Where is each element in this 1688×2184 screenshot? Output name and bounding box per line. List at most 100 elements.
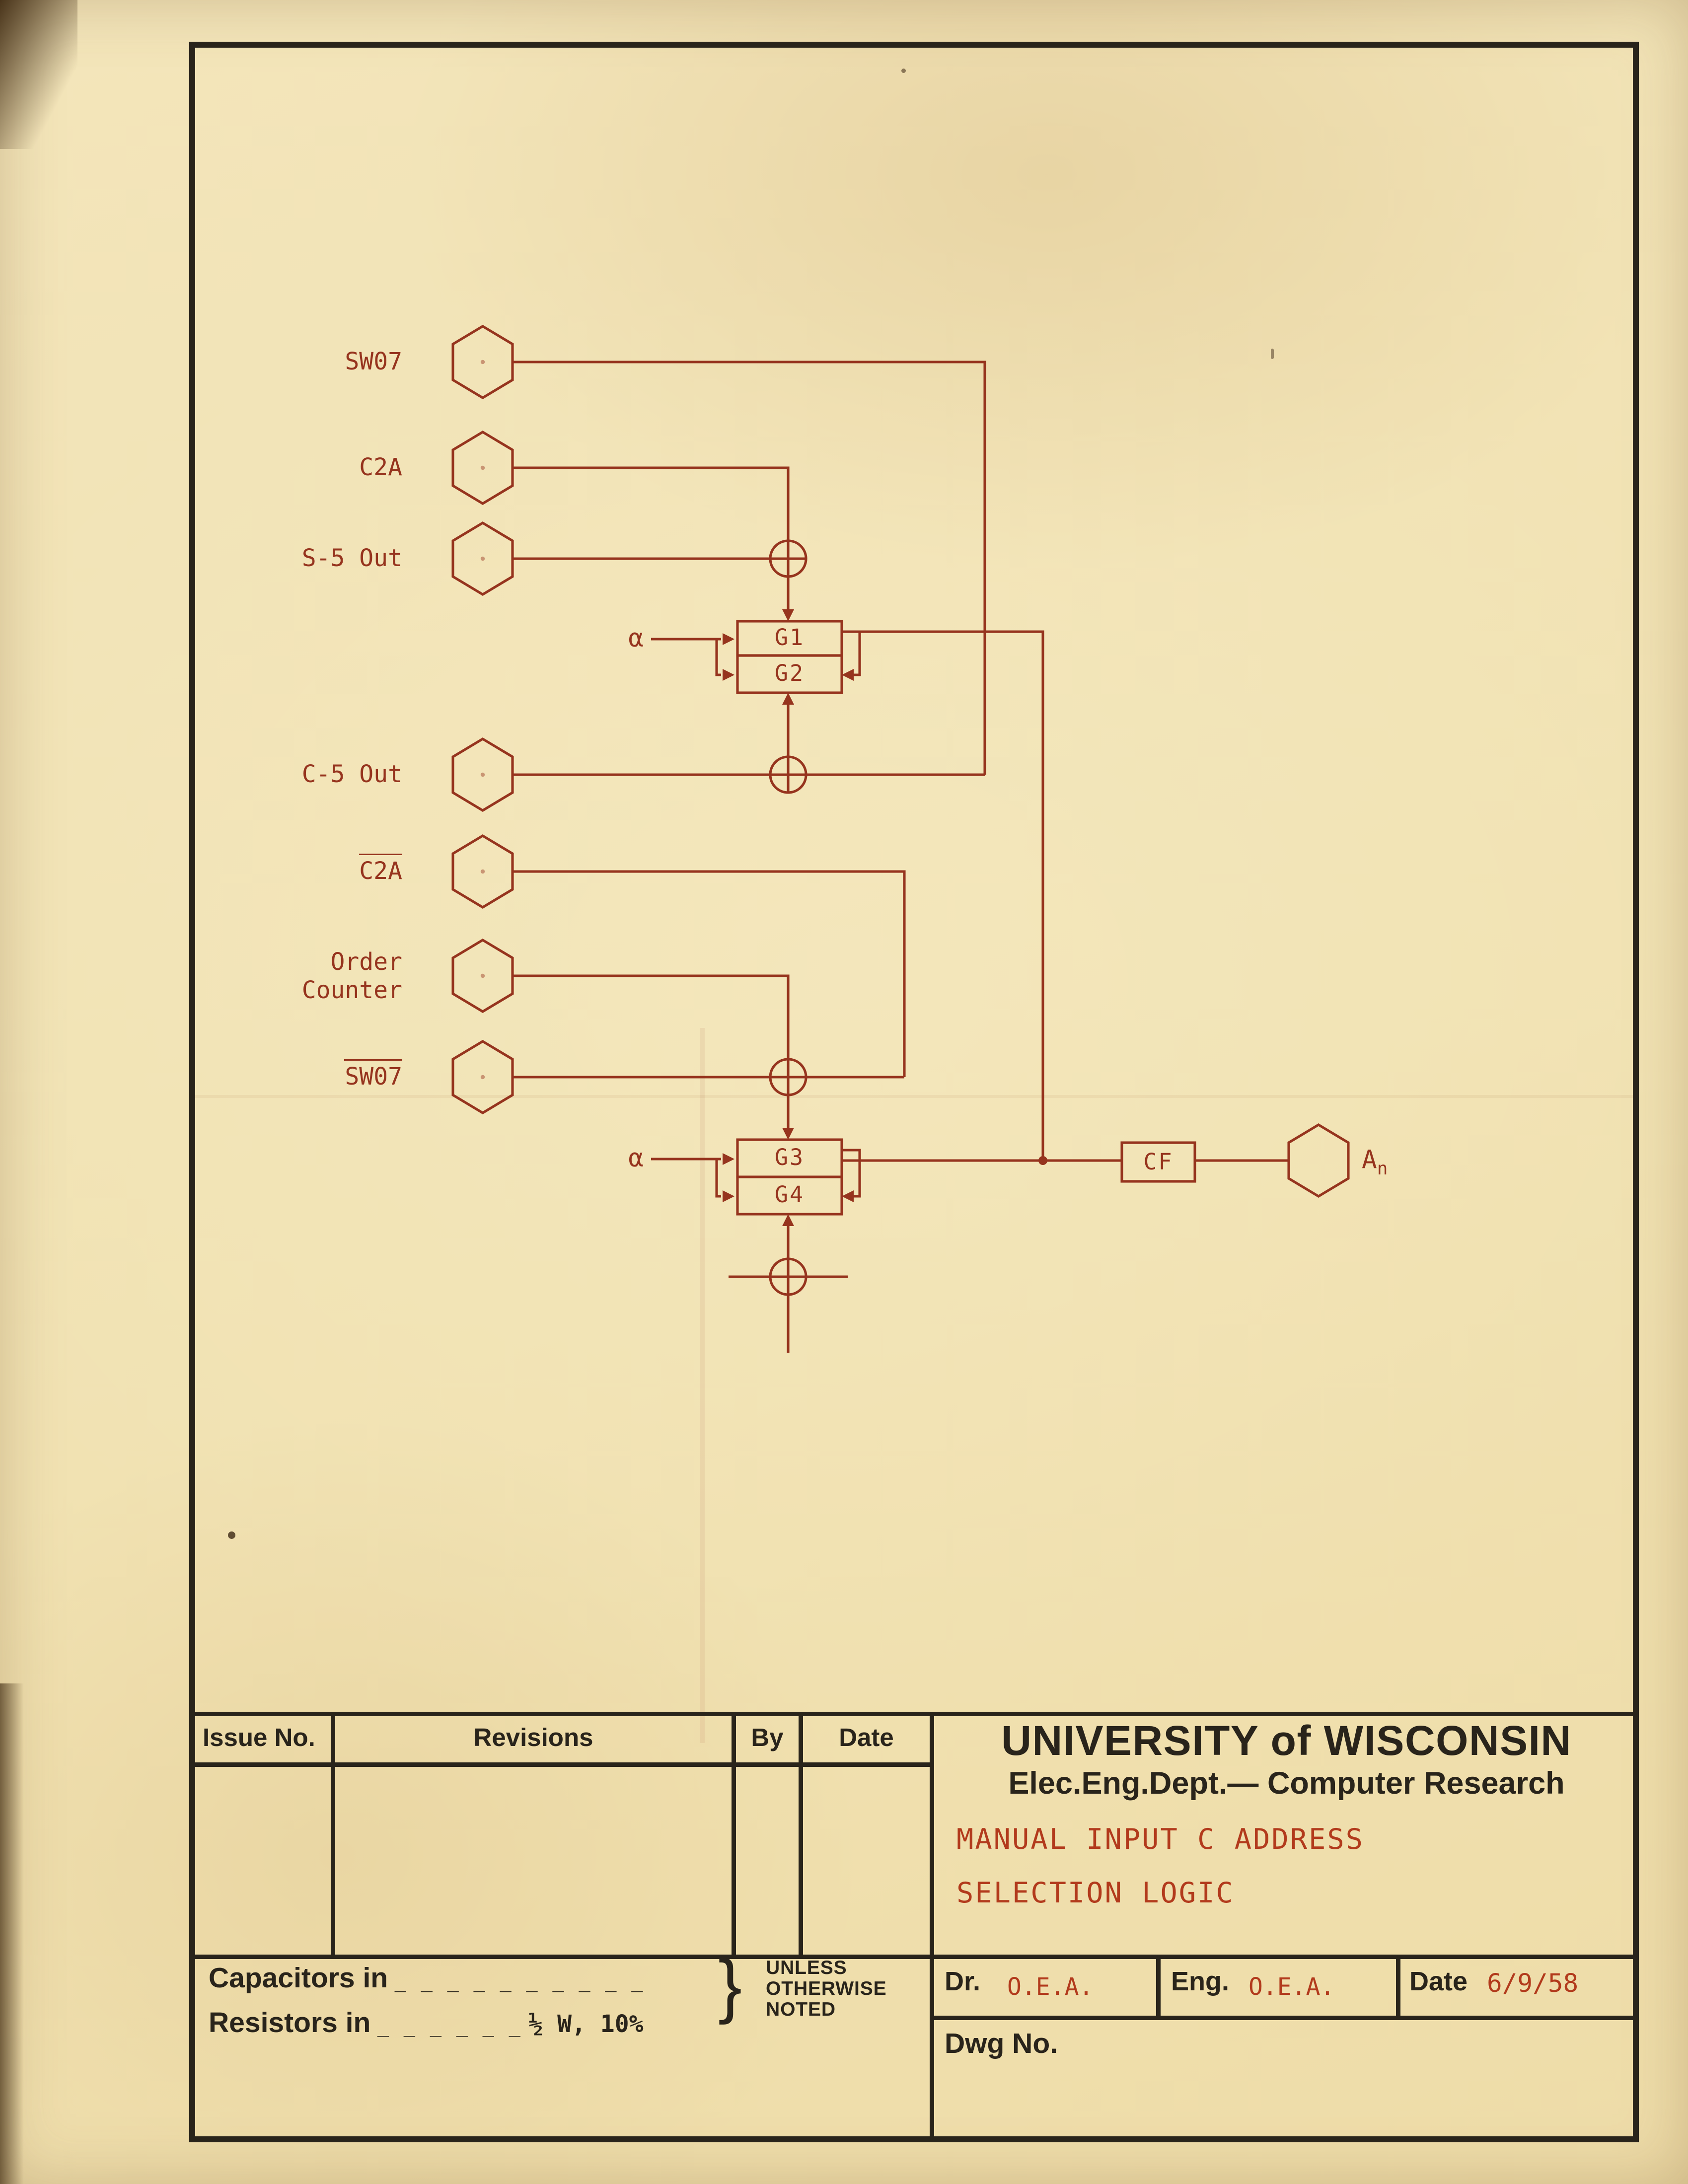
alpha-1-text: α — [628, 624, 644, 654]
paper-crease-horizontal — [194, 1095, 1639, 1098]
arrow-into-g2-bottom — [782, 693, 794, 705]
output-label-base: A — [1362, 1146, 1377, 1175]
alpha-input-2: α — [593, 1143, 644, 1175]
input-label-c5-out-text: C-5 Out — [301, 760, 402, 788]
gate-box-g2 — [736, 654, 843, 694]
notes-brace: } — [718, 1947, 742, 2026]
xor4-cross — [729, 1259, 848, 1295]
input-hex-s5-out — [451, 521, 514, 596]
input-label-c2a-bar-text: C2A — [359, 854, 402, 885]
university-title: UNIVERSITY of WISCONSIN — [1001, 1718, 1572, 1764]
note-otherwise: OTHERWISE — [766, 1977, 887, 1999]
wire-alpha2 — [651, 1158, 721, 1198]
input-hex-order-counter — [451, 939, 514, 1013]
input-hex-sw07 — [451, 325, 514, 399]
input-label-counter-text: Counter — [301, 976, 402, 1004]
gate-label-g2: G2 — [774, 660, 805, 687]
xor1-cross — [770, 541, 806, 577]
gate-label-g4: G4 — [774, 1181, 805, 1208]
arrow-alpha1-g2 — [723, 669, 734, 681]
output-hex-an — [1287, 1123, 1350, 1198]
department-line: Elec.Eng.Dept.— Computer Research — [1008, 1767, 1565, 1801]
drawing-title-line1: MANUAL INPUT C ADDRESS — [956, 1823, 1365, 1856]
input-label-c2a-text: C2A — [359, 453, 402, 481]
wire-alpha1 — [651, 638, 721, 676]
gate-label-g1: G1 — [774, 624, 805, 651]
note-unless: UNLESS — [766, 1956, 847, 1978]
wire-sw07 — [513, 361, 986, 775]
xor3-cross — [770, 1059, 806, 1095]
revisions-header: Revisions — [473, 1724, 593, 1752]
input-label-sw07-bar: SW07 — [134, 1059, 402, 1093]
bracket-g1g2 — [852, 632, 861, 676]
dwg-no-label: Dwg No. — [945, 2029, 1058, 2060]
alpha-input-1: α — [593, 623, 644, 655]
input-hex-c2a — [451, 431, 514, 505]
xor2-cross — [770, 757, 806, 793]
arrow-bracket-g4 — [842, 1190, 854, 1202]
input-label-sw07-bar-text: SW07 — [345, 1059, 402, 1091]
titleblock-header-rule — [189, 1762, 933, 1767]
capacitors-label: Capacitors in — [209, 1964, 388, 1995]
date-header: Date — [839, 1724, 894, 1752]
input-label-c5-out: C-5 Out — [134, 758, 402, 791]
input-label-c2a-bar: C2A — [134, 854, 402, 888]
scan-edge-bottom-left — [0, 1683, 24, 2184]
titleblock-eng-date-rule — [1396, 1955, 1400, 2020]
paper-crease-vertical — [700, 1028, 705, 1743]
bracket-g3g4 — [842, 1149, 861, 1198]
by-header: By — [751, 1724, 784, 1752]
titleblock-col1-rule — [331, 1712, 335, 1959]
ink-speck — [1271, 349, 1274, 359]
input-hex-c5-out — [451, 737, 514, 812]
alpha-2-text: α — [628, 1144, 644, 1174]
eng-value: O.E.A. — [1248, 1972, 1335, 2001]
input-hex-sw07-bar — [451, 1040, 514, 1114]
junction-dot — [1038, 1156, 1047, 1165]
schematic-arrows — [480, 360, 1047, 1226]
cf-box — [1120, 1141, 1196, 1183]
input-label-s5-out: S-5 Out — [134, 542, 402, 575]
arrow-alpha1-g1 — [723, 633, 734, 645]
sheet-border — [189, 42, 1639, 2142]
arrow-alpha2-g3 — [723, 1153, 734, 1165]
input-hex-c2a-bar — [451, 834, 514, 909]
arrow-alpha2-g4 — [723, 1190, 734, 1202]
gate-label-g3: G3 — [774, 1144, 805, 1171]
resistors-note: Resistors in _ _ _ _ _ _ ½ W, 10% — [209, 2008, 643, 2041]
titleblock-dr-eng-rule — [1156, 1955, 1161, 2020]
ink-speck — [901, 69, 906, 73]
wire-g1-output — [842, 630, 1044, 1161]
gate-box-g4 — [736, 1175, 843, 1216]
titleblock-mid-rule — [189, 1955, 1639, 1959]
output-label-sub: n — [1377, 1158, 1388, 1179]
output-label-an: An — [1362, 1146, 1388, 1179]
resistors-blank: _ _ _ _ _ _ — [377, 2016, 522, 2038]
date-value: 6/9/58 — [1487, 1969, 1579, 1999]
titleblock-top-rule — [189, 1712, 1639, 1716]
input-label-sw07-text: SW07 — [345, 347, 402, 375]
input-label-c2a: C2A — [134, 451, 402, 484]
titleblock-col3-rule — [799, 1712, 803, 1959]
arrow-into-g4-bottom — [782, 1214, 794, 1226]
titleblock-sig-rule — [933, 2016, 1639, 2020]
titleblock-col2-rule — [732, 1712, 736, 1959]
note-noted: NOTED — [766, 1998, 836, 2020]
resistors-label: Resistors in — [209, 2008, 371, 2039]
dr-label: Dr. — [945, 1966, 981, 1996]
capacitors-blank: _ _ _ _ _ _ _ _ _ _ — [394, 1971, 645, 1993]
wire-c2a-bar — [513, 870, 906, 1077]
input-label-sw07: SW07 — [134, 346, 402, 378]
ink-speck — [228, 1531, 235, 1539]
hex-center-dots — [480, 360, 485, 1080]
drawing-title-line2: SELECTION LOGIC — [956, 1877, 1235, 1910]
input-label-order-text: Order — [330, 947, 402, 976]
input-label-s5-out-text: S-5 Out — [301, 544, 402, 572]
dr-value: O.E.A. — [1007, 1972, 1094, 2001]
date-label: Date — [1409, 1966, 1468, 1996]
capacitors-note: Capacitors in _ _ _ _ _ _ _ _ _ _ — [209, 1964, 645, 1996]
eng-label: Eng. — [1171, 1966, 1229, 1996]
resistors-value: ½ W, 10% — [528, 2010, 644, 2038]
